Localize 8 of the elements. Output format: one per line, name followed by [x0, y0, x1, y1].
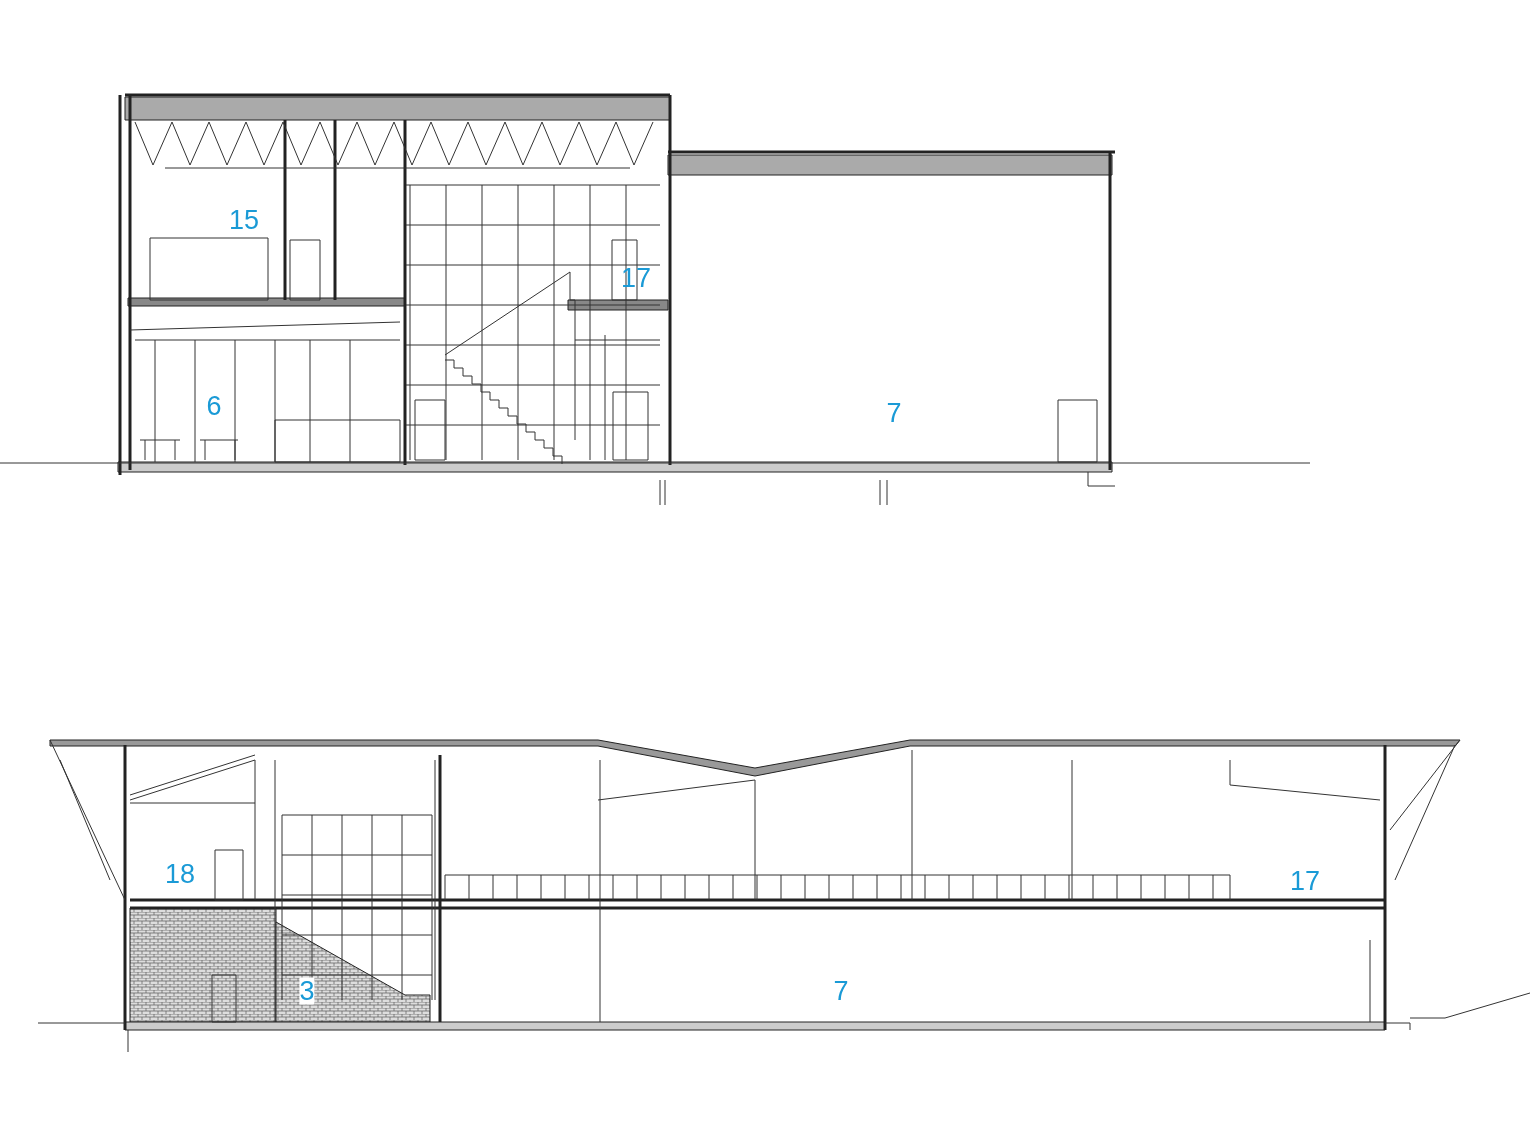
room-number: 17	[1290, 867, 1320, 895]
room-number: 17	[621, 264, 651, 292]
room-number: 18	[165, 860, 195, 888]
room-number: 6	[206, 392, 222, 420]
room-number: 3	[299, 977, 315, 1005]
room-number: 7	[886, 399, 902, 427]
room-number: 7	[833, 977, 849, 1005]
room-number: 15	[229, 206, 259, 234]
